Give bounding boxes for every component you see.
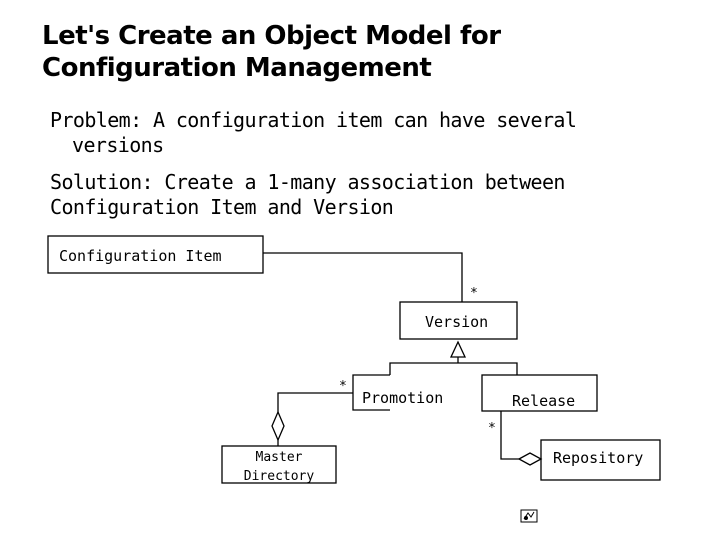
promotion-label: Promotion	[362, 389, 443, 407]
generalization-bus	[389, 362, 518, 375]
repository-label: Repository	[553, 449, 643, 467]
configuration-item-box	[47, 235, 264, 274]
solution-paragraph: Solution: Create a 1-many association be…	[50, 170, 565, 220]
problem-line2: versions	[72, 133, 164, 157]
slide-navigation-icon[interactable]	[520, 509, 538, 523]
version-box	[399, 301, 518, 340]
release-repository-aggregation	[500, 411, 519, 460]
problem-line1: Problem: A configuration item can have s…	[50, 108, 577, 132]
master-directory-label-line2: Directory	[244, 469, 315, 484]
promotion-master-aggregation	[277, 392, 353, 412]
release-label: Release	[512, 392, 575, 410]
problem-paragraph: Problem: A configuration item can have s…	[50, 108, 577, 158]
multiplicity-release: *	[488, 421, 496, 436]
multiplicity-config-version: *	[470, 286, 478, 301]
slide-title-line1: Let's Create an Object Model for	[42, 21, 501, 51]
config-version-association	[263, 252, 463, 302]
master-directory-diamond	[271, 410, 285, 442]
repository-box	[540, 439, 661, 481]
solution-line2: Configuration Item and Version	[50, 195, 394, 219]
multiplicity-promotion: *	[339, 379, 347, 394]
master-directory-label-line1: Master	[256, 450, 303, 465]
slide-title-line2: Configuration Management	[42, 53, 432, 83]
repository-diamond	[517, 452, 543, 466]
master-directory-box	[221, 445, 337, 484]
generalization-triangle	[449, 340, 467, 358]
release-box	[481, 374, 598, 412]
slide-title: Let's Create an Object Model for Configu…	[42, 20, 501, 84]
configuration-item-label: Configuration Item	[59, 247, 222, 265]
version-label: Version	[425, 313, 488, 331]
solution-line1: Solution: Create a 1-many association be…	[50, 170, 565, 194]
